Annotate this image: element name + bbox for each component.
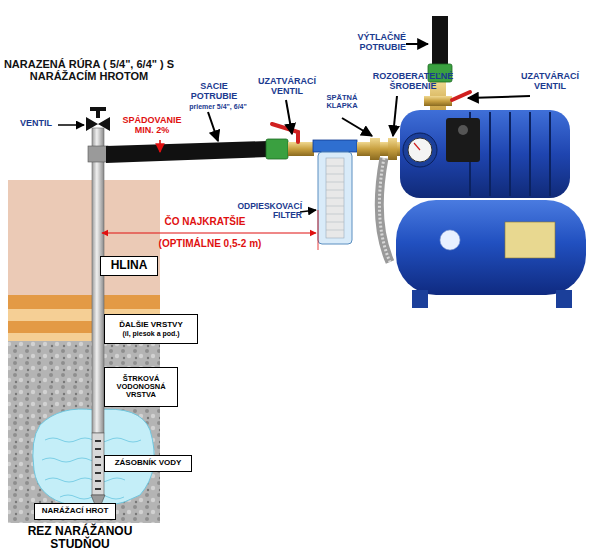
layer-label: ZÁSOBNÍK VODY <box>115 459 182 468</box>
flex-hose-braid <box>379 158 390 262</box>
discharge-pipe <box>432 16 448 66</box>
layer-label-box: ĎALŠIE VRSTVY(íl, piesok a pod.) <box>104 314 198 344</box>
slope-arrow <box>159 140 161 152</box>
slope-note: SPÁDOVANIE MIN. 2% <box>112 116 192 136</box>
part-label: ODPIESKOVACÍ FILTER <box>236 202 302 221</box>
leader-line <box>342 118 372 136</box>
clay-layer <box>8 295 160 309</box>
valve-symbol <box>86 117 110 131</box>
leader-line <box>208 112 218 141</box>
union-joint <box>388 138 397 160</box>
check-valve <box>370 138 380 160</box>
pressure-switch <box>446 118 480 162</box>
well-strainer <box>92 433 104 495</box>
part-label: SPÄTNÁ KLAPKA <box>316 94 368 111</box>
flex-hose <box>379 158 390 262</box>
leader-line <box>286 100 292 134</box>
tank-logo <box>440 230 460 250</box>
part-label: SACIE POTRUBIE <box>178 82 250 102</box>
dimension-tick <box>318 210 319 250</box>
layer-label-box: ŠTRKOVÁ VODONOSNÁ VRSTVA <box>104 367 178 407</box>
pipe-coupling <box>266 139 288 159</box>
caption: REZ NARÁŽANOU STUDŇOU <box>10 525 150 551</box>
gauge-needle <box>414 143 420 150</box>
leader-line <box>393 96 397 136</box>
filter-head <box>313 140 357 152</box>
strainer-holes <box>95 440 101 490</box>
part-label: UZATVÁRACÍ VENTIL <box>252 77 322 97</box>
dimension-note: (OPTIMÁLNE 0,5-2 m) <box>140 238 280 249</box>
ball-valve <box>288 142 314 156</box>
filter-ribs <box>326 166 344 230</box>
part-label: VÝTLAČNÉ POTRUBIE <box>338 33 406 53</box>
tank-sticker <box>505 222 555 258</box>
part-label: ROZOBERATEĽNÉ ŠROBENIE <box>358 72 468 92</box>
filter-cartridge <box>326 158 344 238</box>
spacer <box>440 46 450 47</box>
tee-fitting <box>88 146 108 162</box>
layer-label-box: NARÁŽACÍ HROT <box>34 503 116 520</box>
part-label: UZATVÁRACÍ VENTIL <box>512 72 588 92</box>
leader-line <box>468 96 530 98</box>
layer-label: NARÁŽACÍ HROT <box>42 507 109 516</box>
valve-lever <box>272 124 298 142</box>
gauge-ring <box>403 133 437 167</box>
well-pipe <box>92 128 104 433</box>
valve-handle <box>90 107 106 111</box>
filter-housing <box>318 152 352 244</box>
leader-line <box>406 43 428 45</box>
motor-fins <box>470 112 550 196</box>
pressure-gauge <box>408 138 432 162</box>
switch-knob <box>458 125 468 135</box>
distance-dimension <box>102 232 316 233</box>
tank-leg <box>412 290 428 308</box>
leader-line <box>300 210 316 212</box>
dimension-note: ČO NAJKRATŠIE <box>150 216 260 227</box>
brass-tee <box>424 96 452 106</box>
valve-lever <box>452 92 470 100</box>
soil-layer <box>8 180 160 295</box>
valve-stem <box>96 110 100 118</box>
pump-motor <box>400 110 570 198</box>
layer-label: HLINA <box>111 259 148 272</box>
layer-label: ŠTRKOVÁ VODONOSNÁ VRSTVA <box>105 375 177 400</box>
part-label: VENTIL <box>20 119 60 129</box>
tank-leg <box>556 290 572 308</box>
layer-label: ĎALŠIE VRSTVY <box>119 321 183 330</box>
suction-pipe <box>106 141 268 163</box>
layer-label: (íl, piesok a pod.) <box>122 330 179 338</box>
pressure-tank <box>396 200 586 295</box>
title-note: NARAZENÁ RÚRA ( 5/4", 6/4" ) S NARÁŽACÍM… <box>0 58 178 82</box>
layer-label-box: HLINA <box>100 256 158 276</box>
part-note: priemer 5/4", 6/4" <box>178 103 258 111</box>
leader-line <box>58 124 84 126</box>
layer-label-box: ZÁSOBNÍK VODY <box>104 455 192 472</box>
